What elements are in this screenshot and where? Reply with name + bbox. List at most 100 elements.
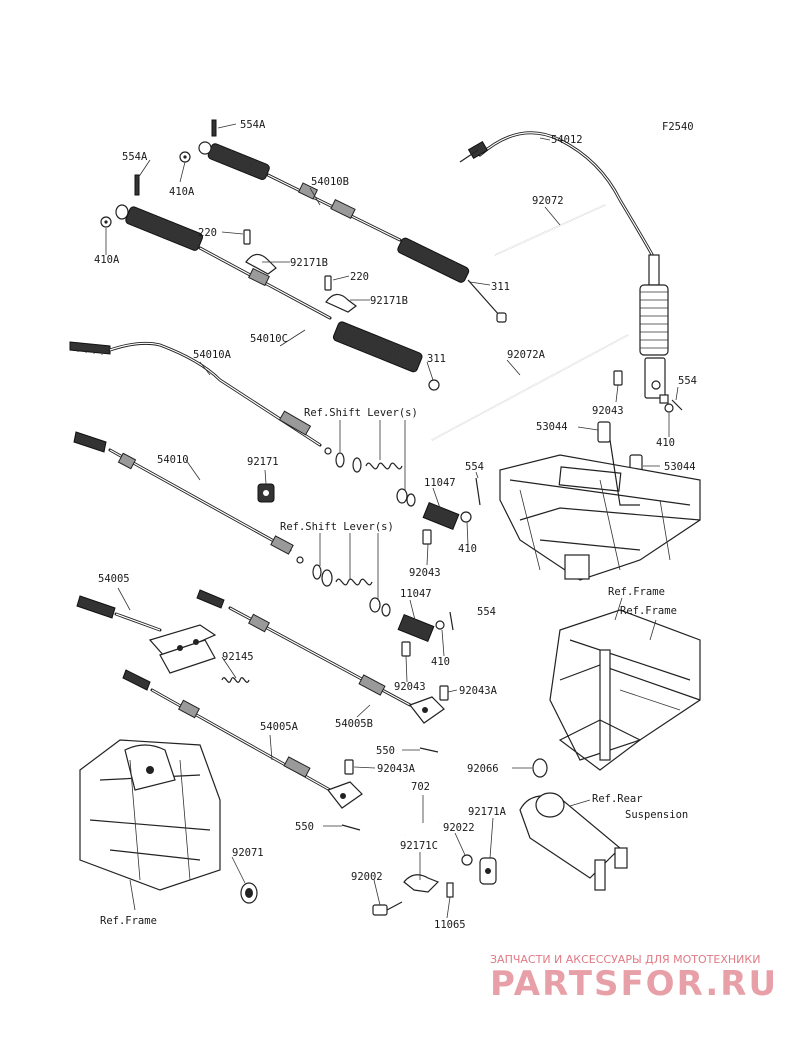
pin-92043-c[interactable] <box>401 641 411 657</box>
label-410-b: 410 <box>458 543 477 555</box>
label-92145: 92145 <box>222 651 254 663</box>
pin-554-b[interactable] <box>475 477 481 506</box>
leader-lines <box>105 123 679 919</box>
block-11047-b[interactable] <box>397 613 435 643</box>
part-410A-top[interactable] <box>179 151 191 163</box>
label-92071: 92071 <box>232 847 264 859</box>
cable-54012[interactable] <box>459 131 669 404</box>
part-220-b[interactable] <box>324 275 332 291</box>
label-92043-b: 92043 <box>409 567 441 579</box>
label-11065: 11065 <box>434 919 466 931</box>
label-11047-a: 11047 <box>424 477 456 489</box>
cable-54010B[interactable] <box>198 141 507 323</box>
boot-54012 <box>639 284 669 356</box>
label-92072A: 92072A <box>507 349 546 361</box>
part-554A-top[interactable] <box>211 119 217 137</box>
label-54010B: 54010B <box>311 176 349 188</box>
label-54005A: 54005A <box>260 721 299 733</box>
collar-53044-a[interactable] <box>597 421 611 443</box>
pin-702[interactable] <box>404 821 441 837</box>
label-92171: 92171 <box>247 456 279 468</box>
pin-92043-b[interactable] <box>422 529 432 545</box>
cable-54005[interactable] <box>76 595 162 632</box>
watermark-tagline: ЗАПЧАСТИ И АКСЕССУАРЫ ДЛЯ МОТОТЕХНИКИ <box>490 953 760 966</box>
label-92066: 92066 <box>467 763 499 775</box>
grommet-92071[interactable] <box>240 882 258 904</box>
label-54005: 54005 <box>98 573 130 585</box>
rear-suspension <box>519 792 628 891</box>
pin-11065[interactable] <box>446 882 454 898</box>
label-54010C: 54010C <box>250 333 288 345</box>
pin-550-b[interactable] <box>341 824 361 831</box>
clamp-92171C[interactable] <box>403 874 440 893</box>
watermark: ЗАПЧАСТИ И АКСЕССУАРЫ ДЛЯ МОТОТЕХНИКИ PA… <box>490 953 778 1004</box>
label-11047-b: 11047 <box>400 588 432 600</box>
washer-410-a[interactable] <box>664 403 674 413</box>
part-220-a[interactable] <box>243 229 251 245</box>
rod-92072[interactable] <box>494 204 606 256</box>
label-410A-left: 410A <box>94 254 120 266</box>
clamp-92171[interactable] <box>257 483 275 503</box>
part-554A-left[interactable] <box>134 174 140 196</box>
clamp-92171B-a[interactable] <box>245 253 277 275</box>
label-54012: 54012 <box>551 134 583 146</box>
label-550-b: 550 <box>295 821 314 833</box>
washer-410-c[interactable] <box>435 620 445 630</box>
label-311-b: 311 <box>427 353 446 365</box>
label-550-a: 550 <box>376 745 395 757</box>
label-ref-shift-lever-2: Ref.Shift Lever(s) <box>280 521 394 533</box>
pin-554-c[interactable] <box>449 611 454 631</box>
label-ref-frame-3: Ref.Frame <box>100 915 157 927</box>
pin-92043A-b[interactable] <box>344 759 354 775</box>
spring-92145[interactable] <box>221 677 250 683</box>
watermark-brand: PARTSFOR.RU <box>490 964 778 1004</box>
rod-92072A[interactable] <box>431 334 629 441</box>
label-92043-c: 92043 <box>394 681 426 693</box>
label-554-b: 554 <box>465 461 484 473</box>
label-92072: 92072 <box>532 195 564 207</box>
shift-lever-parts-2[interactable] <box>312 564 391 617</box>
label-92171B-b: 92171B <box>370 295 408 307</box>
frame-upper-right <box>499 439 701 581</box>
bracket-54005[interactable] <box>148 624 217 674</box>
cable-54005B[interactable] <box>196 589 445 724</box>
label-92022: 92022 <box>443 822 475 834</box>
label-54005B: 54005B <box>335 718 373 730</box>
label-311-a: 311 <box>491 281 510 293</box>
label-53044-b: 53044 <box>664 461 696 473</box>
bushing-92066[interactable] <box>532 758 548 778</box>
pin-92043A-a[interactable] <box>439 685 449 701</box>
label-ref-frame-1: Ref.Frame <box>608 586 665 598</box>
cable-54010[interactable] <box>73 431 304 564</box>
cable-54010A[interactable] <box>69 341 332 455</box>
cable-54005A[interactable] <box>122 669 363 809</box>
label-220-a: 220 <box>198 227 217 239</box>
label-54010: 54010 <box>157 454 189 466</box>
part-410A-left[interactable] <box>100 216 112 228</box>
label-410-c: 410 <box>431 656 450 668</box>
shift-lever-parts-1[interactable] <box>335 452 416 507</box>
label-ref-rear: Ref.Rear <box>592 793 643 805</box>
label-92002: 92002 <box>351 871 383 883</box>
lever-92171A[interactable] <box>479 857 497 885</box>
label-92043-a: 92043 <box>592 405 624 417</box>
block-11047-a[interactable] <box>422 501 460 531</box>
frame-lower-left <box>79 739 221 891</box>
label-554A-left: 554A <box>122 151 148 163</box>
label-554-a: 554 <box>678 375 697 387</box>
bolt-92002[interactable] <box>372 901 403 916</box>
washer-92022[interactable] <box>461 854 473 866</box>
label-ref-frame-2: Ref.Frame <box>620 605 677 617</box>
label-92043A-a: 92043A <box>459 685 498 697</box>
washer-410-b[interactable] <box>460 511 472 523</box>
label-92171B-a: 92171B <box>290 257 328 269</box>
label-92171C: 92171C <box>400 840 438 852</box>
pin-550-a[interactable] <box>419 747 439 753</box>
clamp-92171B-b[interactable] <box>325 293 357 313</box>
label-92171A: 92171A <box>468 806 507 818</box>
label-92043A-b: 92043A <box>377 763 416 775</box>
cable-54010C[interactable] <box>115 204 440 391</box>
pin-554-a[interactable] <box>671 399 683 411</box>
pin-92043-a[interactable] <box>613 370 623 386</box>
